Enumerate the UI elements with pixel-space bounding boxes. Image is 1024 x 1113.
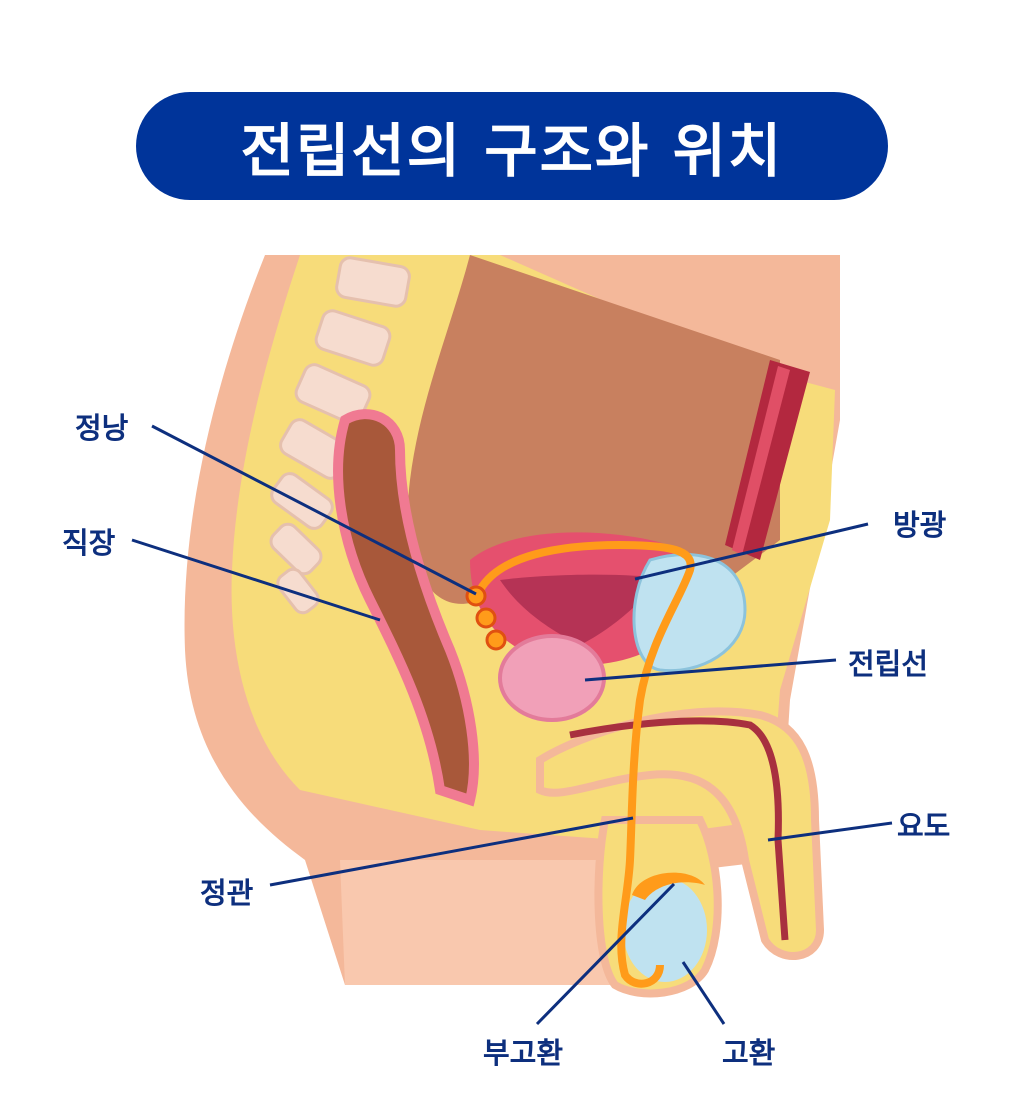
page-title: 전립선의 구조와 위치	[240, 117, 784, 185]
label-epididymis: 부고환	[483, 1036, 564, 1070]
leader-lines	[131, 424, 893, 1026]
leader-seminal-vesicle	[151, 424, 477, 596]
label-testis: 고환	[722, 1036, 776, 1070]
epididymis-shape	[632, 872, 705, 900]
leader-urethra	[767, 821, 893, 842]
prostate-shape	[498, 634, 606, 722]
vas-deferens-path	[476, 540, 695, 988]
leader-prostate	[584, 658, 837, 682]
bladder-lumen	[500, 574, 660, 645]
leader-testis	[681, 961, 726, 1025]
leader-bladder	[634, 522, 869, 581]
spine	[269, 256, 411, 615]
label-rectum: 직장	[62, 526, 116, 560]
leader-epididymis	[535, 882, 676, 1026]
leader-rectum	[131, 538, 381, 622]
title-banner: 전립선의 구조와 위치	[136, 92, 888, 200]
label-bladder: 방광	[893, 508, 947, 542]
leader-vas-deferens	[269, 816, 634, 887]
penis-shaft	[536, 707, 825, 960]
urethra-shape	[569, 717, 789, 941]
rectum-shape	[333, 409, 479, 807]
testis-shape	[623, 878, 707, 982]
label-prostate: 전립선	[848, 647, 929, 681]
label-vas-deferens: 정관	[200, 876, 254, 910]
label-seminal-vesicle: 정낭	[75, 411, 129, 445]
lower-skin	[340, 860, 610, 985]
label-urethra: 요도	[897, 809, 951, 843]
abdominal-cavity	[408, 255, 780, 604]
